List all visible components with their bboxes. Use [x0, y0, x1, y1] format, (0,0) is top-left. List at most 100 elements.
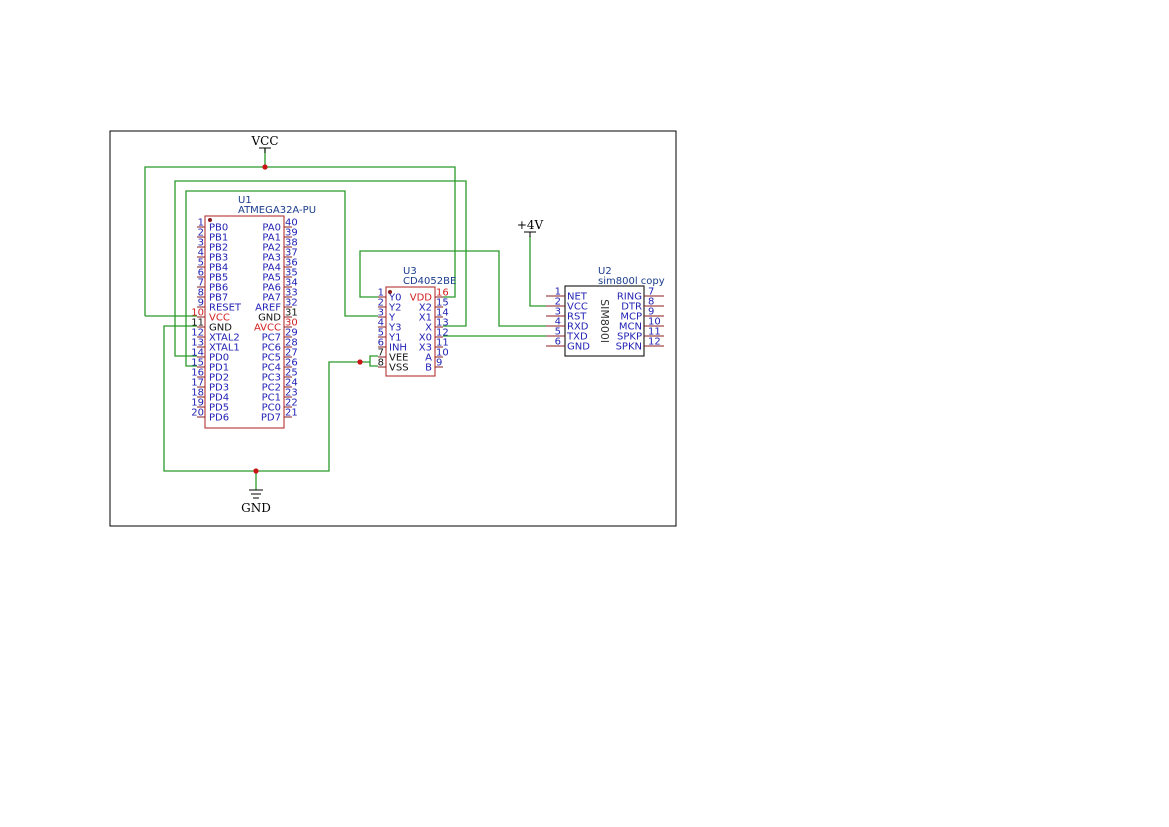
- pin-number: 29: [285, 328, 298, 339]
- pin-name: INH: [389, 343, 407, 354]
- u1-pin-10[interactable]: 10 VCC: [191, 308, 230, 324]
- u1-ref: U1: [238, 195, 252, 206]
- u3-pin-10[interactable]: 10A: [425, 348, 449, 364]
- pin-name: RESET: [209, 303, 242, 314]
- u2-value: sim800l copy: [598, 276, 665, 287]
- pin-name: PD4: [209, 393, 229, 404]
- pin-name: PA2: [262, 243, 281, 254]
- u3-pin-9[interactable]: 9B: [425, 358, 443, 374]
- pin-number: 9: [198, 298, 204, 309]
- pin-number: 35: [285, 268, 298, 279]
- pin-number: 10: [191, 308, 204, 319]
- pin-number: 19: [191, 398, 204, 409]
- pin-name: PD2: [209, 373, 229, 384]
- pin-number: 2: [555, 297, 561, 308]
- u1-pin-9[interactable]: 9 RESET: [197, 298, 242, 314]
- pin-number: 3: [378, 308, 384, 319]
- u3-pin-13[interactable]: 13X: [425, 318, 449, 334]
- pin-number: 27: [285, 348, 298, 359]
- pin-name: Y1: [388, 333, 401, 344]
- pin-name: RING: [617, 292, 642, 303]
- pin-name: VCC: [567, 302, 588, 313]
- pin-name: VEE: [389, 353, 408, 364]
- junction-vee-vss: [357, 359, 363, 365]
- pin-name: PB3: [209, 253, 228, 264]
- vcc-label: VCC: [250, 134, 278, 148]
- pin-name: SPKN: [616, 342, 642, 353]
- pin-number: 23: [285, 388, 298, 399]
- u2-pin-2[interactable]: 2 VCC: [546, 297, 588, 313]
- pin-number: 13: [436, 318, 449, 329]
- pin-name: VCC: [209, 313, 230, 324]
- pin-name: PC4: [262, 363, 281, 374]
